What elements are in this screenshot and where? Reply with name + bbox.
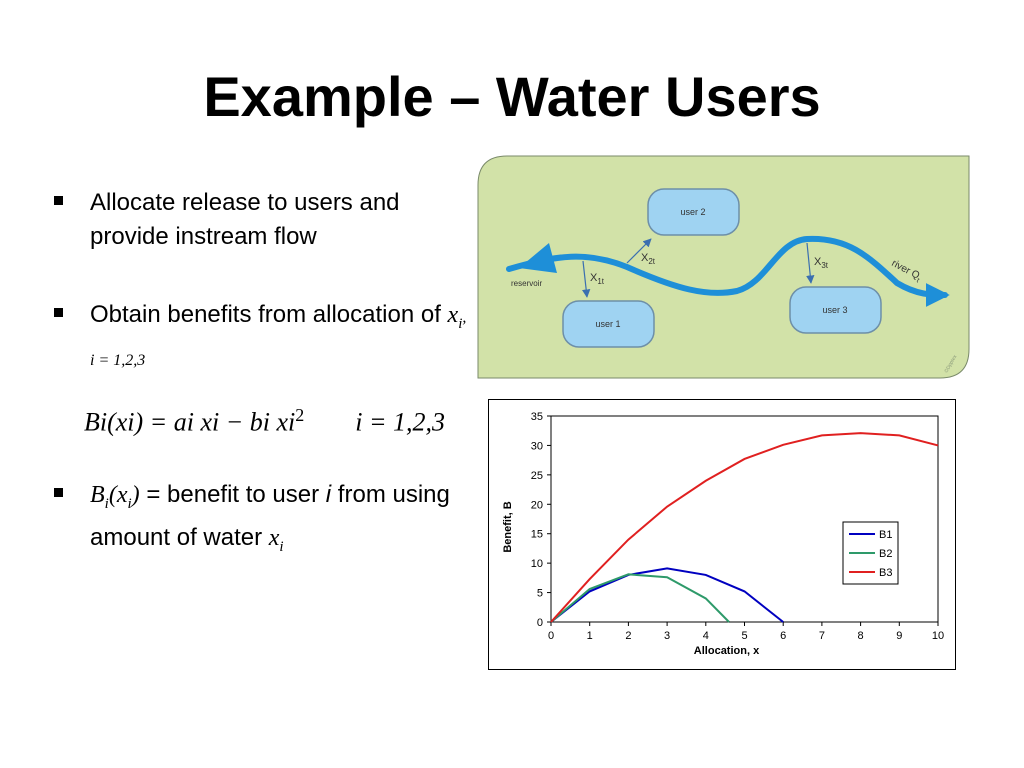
y-tick-label: 15 [531, 529, 543, 541]
bullet-square-icon [54, 487, 63, 497]
x-tick-label: 1 [587, 630, 593, 642]
y-tick-label: 20 [531, 499, 543, 511]
x-tick-label: 5 [741, 630, 747, 642]
y-tick-label: 35 [531, 411, 543, 423]
x2-arrow [626, 238, 652, 264]
formula-range: i = 1,2,3 [355, 407, 446, 437]
x-tick-label: 4 [703, 630, 709, 642]
x-tick-label: 7 [819, 630, 825, 642]
y-axis-label: Benefit, B [502, 501, 514, 552]
var-arg-sub: i [127, 495, 132, 512]
var-x-sub: i [458, 315, 463, 332]
bullet-obtain: Obtain benefits from allocation of xi, i… [48, 298, 468, 378]
bullet-obtain-text: Obtain benefits from allocation of [90, 301, 448, 328]
bullet-allocate: Allocate release to users and provide in… [48, 186, 468, 254]
chart-series [550, 432, 939, 623]
y-tick-label: 25 [531, 470, 543, 482]
series-line-b1 [550, 567, 784, 623]
x2-label: X2t [641, 252, 656, 266]
series-line-b2 [550, 573, 730, 623]
index-range: , i = 1,2,3 [90, 309, 467, 369]
bullet-benefit: Bi(xi) = benefit to user i from using am… [48, 478, 468, 564]
user2-label: user 2 [680, 207, 705, 217]
user3-label: user 3 [822, 305, 847, 315]
var-close: ) [131, 481, 140, 508]
y-tick-label: 10 [531, 558, 543, 570]
bullet-list: Allocate release to users and provide in… [48, 186, 468, 607]
x3-label: X3t [814, 256, 829, 270]
x-tick-label: 9 [896, 630, 902, 642]
user3-box [789, 286, 882, 334]
slide-title: Example – Water Users [203, 65, 821, 128]
x-tick-label: 3 [664, 630, 670, 642]
x-tick-label: 2 [625, 630, 631, 642]
x-tick-label: 8 [858, 630, 864, 642]
user1-box [562, 300, 655, 348]
bullet-square-icon [54, 308, 63, 317]
legend-label-b3: B3 [879, 567, 892, 579]
bullet-benefit-text: = benefit to user [139, 480, 326, 508]
var-arg: (x [108, 481, 128, 508]
benefit-formula: Bi(xi) = ai xi − bi xi2 i = 1,2,3 [84, 405, 445, 438]
x1-arrow [581, 260, 591, 298]
bullet-square-icon [54, 196, 63, 205]
var-b-sub: i [104, 495, 109, 512]
legend-label-b1: B1 [879, 529, 892, 541]
x3-arrow [806, 242, 815, 284]
y-tick-label: 5 [537, 588, 543, 600]
y-tick-label: 30 [531, 440, 543, 452]
var-b: B [90, 481, 105, 508]
y-tick-label: 0 [537, 617, 543, 629]
river-diagram: reservoir user 2 user 1 user 3 X1t X2t X… [477, 155, 970, 379]
x-tick-label: 10 [932, 630, 944, 642]
x-axis-label: Allocation, x [694, 645, 760, 657]
var-user: i [325, 480, 332, 508]
var-x2: x [268, 524, 280, 551]
legend-label-b2: B2 [879, 548, 892, 560]
user1-label: user 1 [595, 319, 620, 329]
x1-label: X1t [590, 272, 605, 286]
reservoir-label: reservoir [511, 279, 542, 288]
series-line-b3 [550, 432, 939, 623]
river-path [506, 235, 950, 307]
formula-main: Bi(xi) = ai xi − bi xi [84, 407, 296, 437]
bullet-benefit-text2: from using amount of water [90, 480, 450, 551]
formula-exponent: 2 [295, 405, 305, 425]
reservoir-icon [519, 243, 557, 273]
user2-box [647, 188, 740, 236]
var-x2-sub: i [279, 538, 284, 555]
x-tick-label: 6 [780, 630, 786, 642]
var-x: x [447, 302, 459, 328]
bullet-allocate-text: Allocate release to users and provide in… [90, 189, 400, 250]
x-tick-label: 0 [548, 630, 554, 642]
